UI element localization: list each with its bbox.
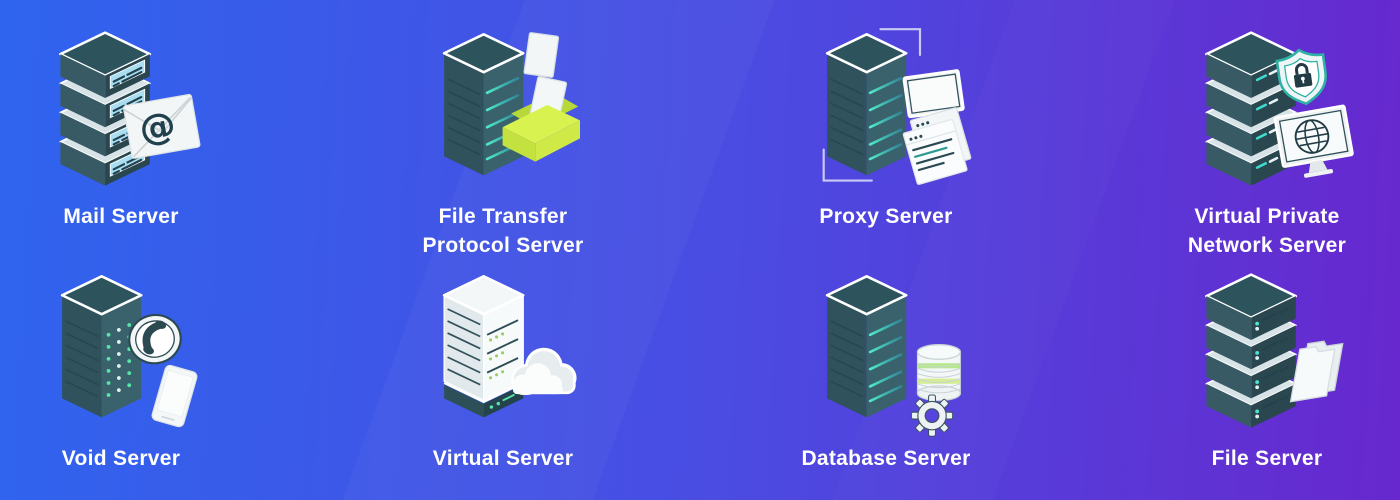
document-icon: [523, 32, 560, 78]
ftp-server-illustration: [443, 32, 581, 176]
white-server-tower-icon: [443, 275, 525, 418]
server-tower-icon: [826, 33, 908, 176]
folder-icon: [503, 76, 581, 162]
phone-handset-badge-icon: [128, 313, 183, 365]
card-ftp-server: File Transfer Protocol Server: [343, 24, 663, 260]
browser-windows-icon: [903, 107, 972, 185]
file-server-illustration: [1205, 273, 1344, 428]
proxy-server-illustration: [823, 28, 972, 185]
stacked-server-icon: [1205, 31, 1298, 186]
shield-lock-icon: [1275, 48, 1328, 106]
virtual-server-illustration: [443, 275, 577, 418]
database-cylinder-icon: [917, 344, 962, 402]
card-database-server: Database Server: [726, 266, 1046, 473]
server-label: Void Server: [61, 447, 181, 470]
server-label: Mail Server: [63, 205, 179, 228]
led-dots: [107, 323, 132, 397]
smartphone-icon: [151, 364, 198, 428]
folders-icon: [1290, 340, 1344, 403]
envelope-icon: @: [123, 93, 201, 159]
globe-icon: [1295, 119, 1330, 154]
server-label: File Transfer Protocol Server: [422, 205, 584, 257]
stacked-server-icon: [1205, 273, 1298, 428]
card-vpn-server: Virtual Private Network Server: [1107, 24, 1400, 260]
server-label: File Server: [1211, 447, 1323, 470]
void-server-illustration: [61, 275, 198, 428]
corner-bracket-lines: [823, 28, 922, 182]
server-tower-icon: [61, 275, 143, 418]
server-tower-icon: [826, 275, 908, 418]
mail-server-illustration: @: [59, 31, 201, 186]
server-label: Proxy Server: [819, 205, 953, 228]
globe-monitor-icon: [1274, 104, 1355, 178]
vpn-server-illustration: [1205, 31, 1355, 186]
card-file-server: File Server: [1107, 266, 1400, 473]
card-proxy-server: Proxy Server: [726, 24, 1046, 231]
cloud-icon: [511, 347, 577, 395]
server-label: Database Server: [801, 447, 971, 470]
server-label: Virtual Server: [432, 447, 574, 470]
database-server-illustration: [826, 275, 962, 437]
drive-slots: [487, 319, 519, 380]
server-tower-icon: [443, 33, 525, 176]
card-void-server: Void Server: [0, 266, 281, 473]
at-symbol: @: [136, 102, 179, 151]
card-virtual-server: Virtual Server: [343, 266, 663, 473]
gear-icon: [911, 394, 954, 437]
server-label: Virtual Private Network Server: [1187, 205, 1347, 257]
card-mail-server: @ Mail Server: [0, 24, 281, 231]
